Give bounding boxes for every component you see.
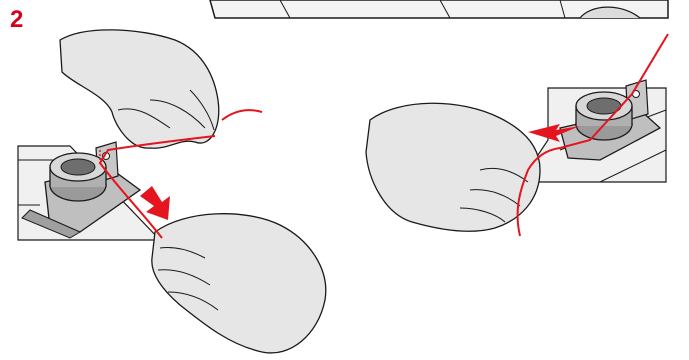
hand-icon xyxy=(152,214,326,353)
machine-top-part xyxy=(210,0,668,18)
left-panel xyxy=(18,30,326,353)
direction-arrow xyxy=(140,186,170,220)
hand-icon xyxy=(60,30,219,148)
right-panel xyxy=(366,34,668,236)
hand-icon xyxy=(366,103,540,231)
